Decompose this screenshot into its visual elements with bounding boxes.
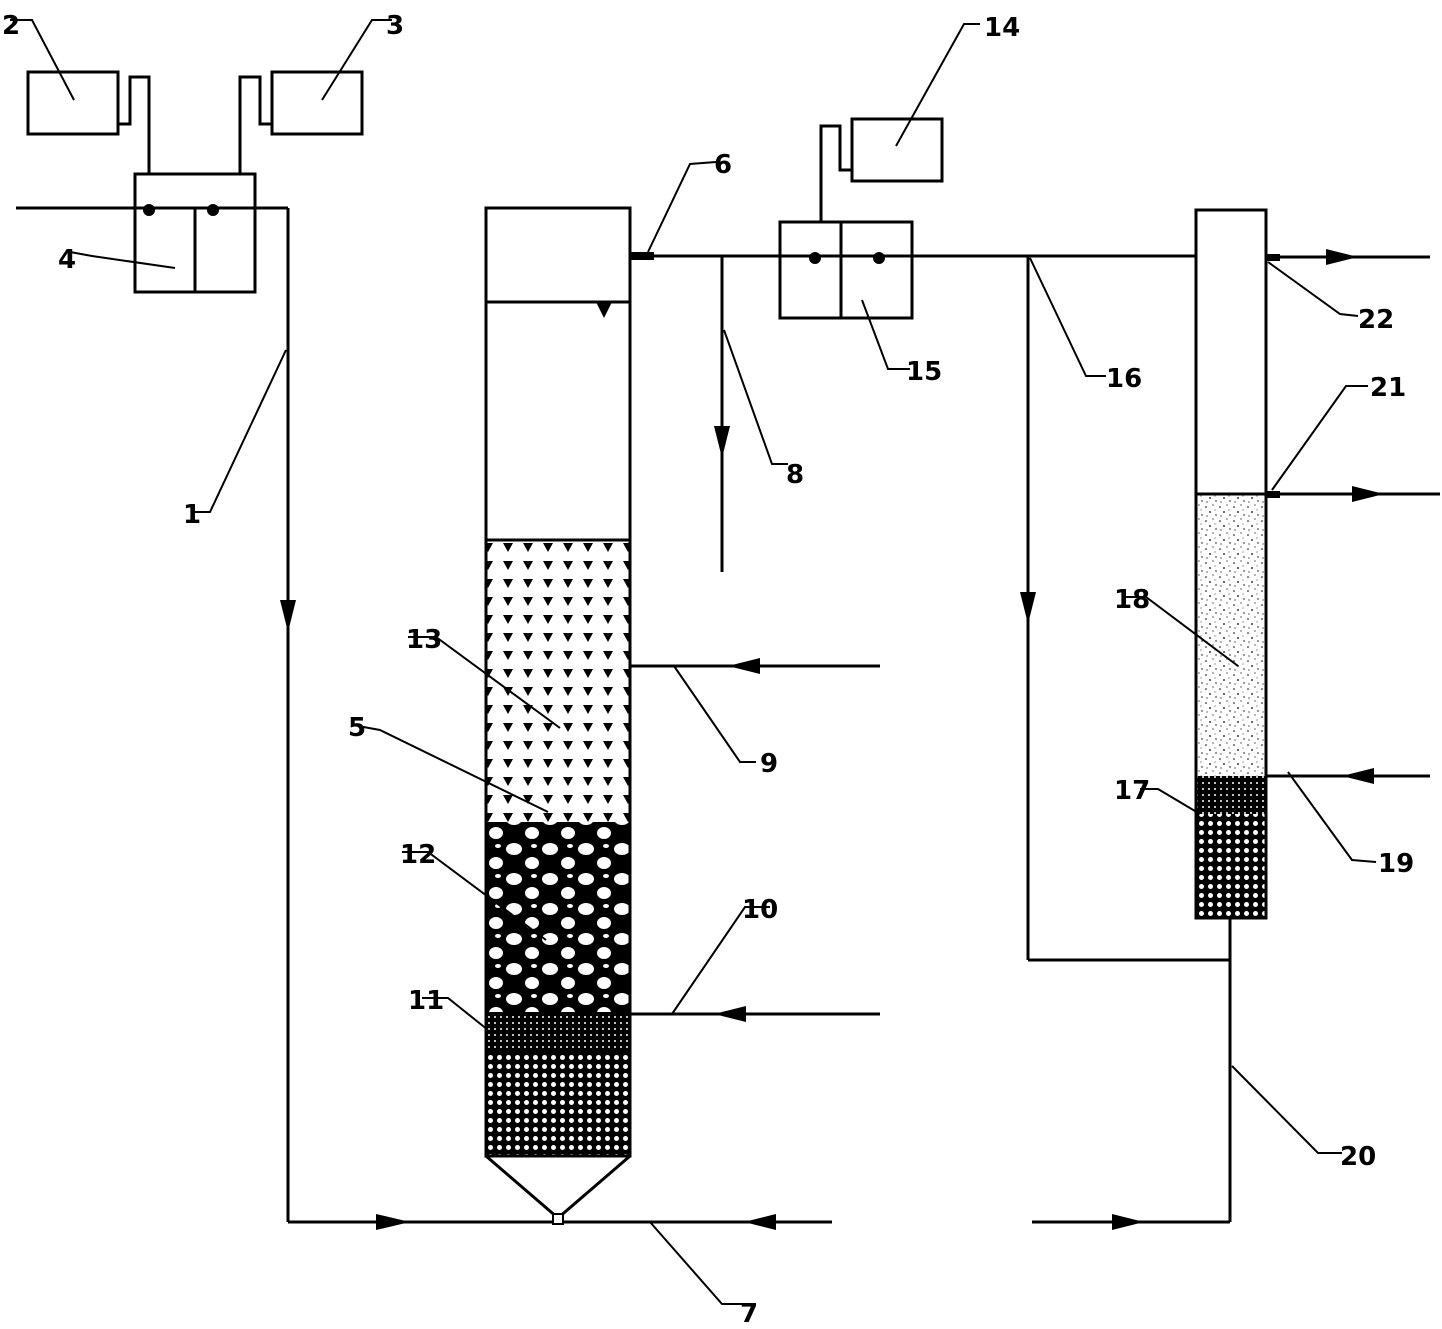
drain-pipe-8 bbox=[714, 256, 730, 572]
mixing-tank-15 bbox=[778, 220, 914, 320]
label-15: 15 bbox=[906, 357, 942, 387]
dosing-pipe-3 bbox=[238, 75, 272, 174]
label-20: 20 bbox=[1340, 1142, 1376, 1172]
label-4: 4 bbox=[58, 245, 76, 275]
label-22: 22 bbox=[1358, 305, 1394, 335]
reagent-tank-14 bbox=[850, 117, 944, 183]
leader-lines bbox=[10, 19, 1377, 1305]
label-16: 16 bbox=[1106, 364, 1142, 394]
label-18: 18 bbox=[1114, 585, 1150, 615]
air-inlet-19 bbox=[1266, 768, 1430, 784]
label-9: 9 bbox=[760, 749, 778, 779]
air-inlet-9 bbox=[630, 658, 880, 674]
valve-dot bbox=[873, 252, 885, 264]
label-12: 12 bbox=[400, 840, 436, 870]
backwash-pipe-20 bbox=[1032, 918, 1232, 1230]
label-10: 10 bbox=[742, 895, 778, 925]
label-13: 13 bbox=[406, 625, 442, 655]
air-inlet-10 bbox=[630, 1006, 880, 1022]
dosing-pipe-2 bbox=[118, 75, 151, 174]
label-8: 8 bbox=[786, 460, 804, 490]
level-indicator bbox=[596, 302, 612, 318]
flow-arrow bbox=[744, 1214, 776, 1230]
label-6: 6 bbox=[714, 150, 732, 180]
reactor-column bbox=[484, 206, 632, 1225]
reagent-tank-2 bbox=[26, 70, 120, 136]
dosing-pipe-14 bbox=[819, 124, 852, 222]
outlet-22 bbox=[1266, 249, 1430, 265]
label-17: 17 bbox=[1114, 776, 1150, 806]
mixing-tank-4 bbox=[133, 172, 257, 294]
filter-column bbox=[1194, 208, 1268, 920]
label-21: 21 bbox=[1370, 373, 1406, 403]
label-3: 3 bbox=[386, 11, 404, 41]
outlet-21 bbox=[1266, 486, 1440, 502]
label-5: 5 bbox=[348, 713, 366, 743]
flow-arrow bbox=[280, 600, 296, 632]
label-7: 7 bbox=[740, 1299, 758, 1329]
label-1: 1 bbox=[183, 500, 201, 530]
label-14: 14 bbox=[984, 13, 1020, 43]
flow-arrow bbox=[376, 1214, 410, 1230]
transfer-pipe-16 bbox=[1020, 256, 1230, 962]
label-11: 11 bbox=[408, 986, 444, 1016]
valve-dot bbox=[809, 252, 821, 264]
valve-dot bbox=[207, 204, 219, 216]
valve-dot bbox=[143, 204, 155, 216]
label-2: 2 bbox=[2, 11, 20, 41]
inlet-pipe-1 bbox=[16, 206, 832, 1224]
label-19: 19 bbox=[1378, 849, 1414, 879]
reagent-tank-3 bbox=[270, 70, 364, 136]
